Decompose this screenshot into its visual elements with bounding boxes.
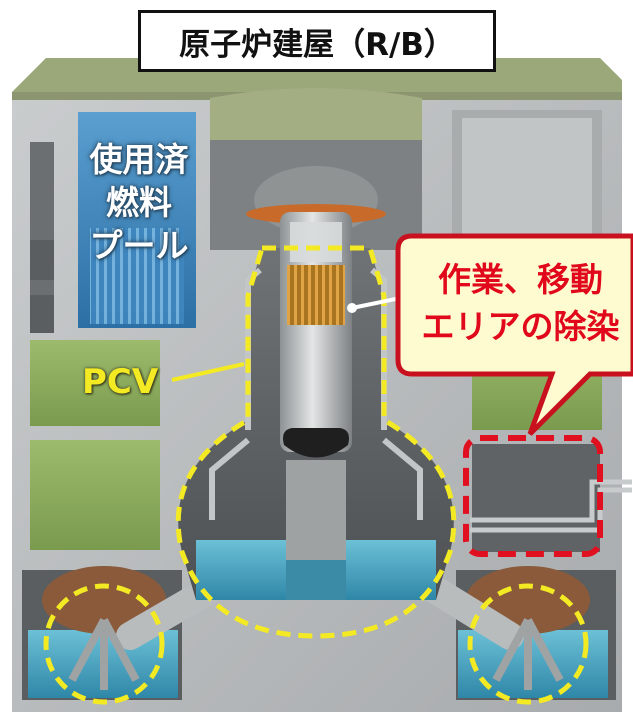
- pool-label-line-2: 燃料: [106, 183, 172, 222]
- right-torus-outline: [467, 583, 589, 705]
- callout-leader-dot: [347, 303, 357, 313]
- pcv-outline: [175, 245, 457, 639]
- callout-line-2: エリアの除染: [421, 307, 620, 346]
- control-rod-drives: [290, 222, 342, 262]
- left-window-lower: [30, 295, 54, 333]
- operating-floor-dome: [210, 88, 422, 140]
- right-upper-room-inner: [462, 118, 592, 250]
- fuel-racks: [90, 228, 184, 324]
- left-vent-branch: [68, 618, 140, 690]
- pcv-label: PCV: [82, 362, 159, 402]
- pcv-leader-line: [171, 362, 245, 382]
- callout-bubble: [395, 233, 633, 436]
- building-title: 原子炉建屋（R/B）: [138, 10, 496, 72]
- callout-line-1: 作業、移動: [438, 260, 603, 299]
- spent-fuel-pool-label: 使用済 燃料 プール: [76, 138, 202, 267]
- melted-fuel-debris: [283, 428, 349, 458]
- fuel-core: [287, 265, 345, 325]
- left-room-green-2: [30, 440, 160, 550]
- target-area-marker: [463, 435, 603, 557]
- right-equipment-room: [472, 444, 600, 552]
- callout-text: 作業、移動 エリアの除染: [408, 256, 633, 350]
- pedestal-floor-water: [286, 560, 346, 600]
- pool-label-line-1: 使用済: [89, 140, 189, 179]
- right-vent-branch: [492, 618, 564, 690]
- recirculation-piping: [209, 267, 423, 520]
- left-window-upper: [30, 240, 54, 280]
- right-torus-water: [458, 630, 608, 698]
- left-torus-outline: [43, 583, 165, 705]
- pool-label-line-3: プール: [89, 226, 189, 265]
- left-room-green-1: [30, 340, 160, 426]
